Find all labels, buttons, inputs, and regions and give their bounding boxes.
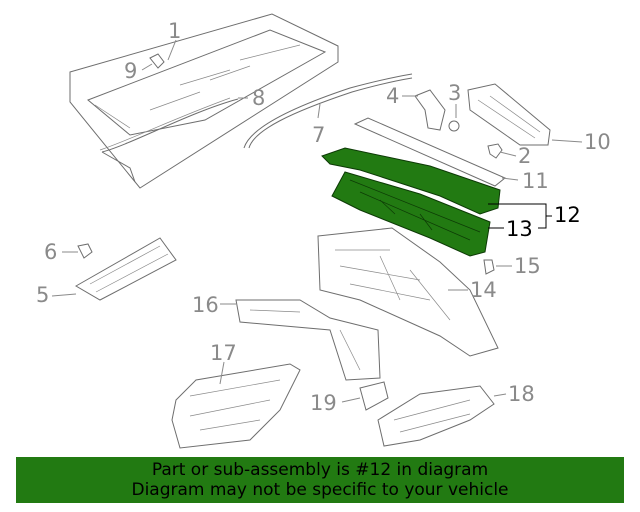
part-5-panel	[75, 237, 177, 301]
callout-2: 2	[518, 144, 531, 168]
part-2-clip	[487, 143, 503, 159]
callout-11: 11	[522, 169, 549, 193]
callout-7: 7	[312, 123, 325, 147]
part-17-ip-carrier	[171, 363, 301, 449]
part-3-grommet	[448, 120, 460, 132]
callout-16: 16	[192, 293, 219, 317]
part-16-reinforcement	[235, 299, 381, 381]
callout-15: 15	[514, 254, 541, 278]
part-8-hose	[101, 98, 239, 183]
part-12-upper-panel	[321, 147, 501, 215]
part-7-weatherstrip	[243, 73, 413, 149]
banner-line-disclaimer: Diagram may not be specific to your vehi…	[131, 480, 509, 500]
part-18-insulator	[377, 385, 495, 447]
part-15-clip	[483, 259, 495, 275]
part-4-bracket	[414, 89, 446, 131]
banner-line-part-number: Part or sub-assembly is #12 in diagram	[151, 460, 489, 480]
part-9-clip	[149, 53, 165, 69]
part-1-cowl-vent-panel	[69, 13, 339, 189]
callout-10: 10	[584, 130, 611, 154]
callout-13: 13	[506, 217, 533, 241]
callout-17: 17	[210, 341, 237, 365]
callout-9: 9	[124, 59, 137, 83]
callout-1: 1	[168, 19, 181, 43]
part-7-weatherstrip-inner	[248, 77, 413, 149]
part-14-dash-panel	[317, 227, 499, 357]
callout-4: 4	[386, 84, 399, 108]
callout-labels: 1 2 3 4 5 6 7 8 9 10 11 12 13 14 15 16 1…	[36, 19, 611, 415]
parts-diagram: 1 2 3 4 5 6 7 8 9 10 11 12 13 14 15 16 1…	[36, 13, 611, 449]
callout-6: 6	[44, 240, 57, 264]
part-10-panel	[467, 83, 551, 146]
callout-8: 8	[252, 86, 265, 110]
part-12-plenum-assembly	[321, 147, 501, 257]
callout-14: 14	[470, 278, 497, 302]
part-19-bracket	[359, 381, 389, 411]
callout-5: 5	[36, 283, 49, 307]
leader-lines	[51, 39, 583, 403]
callout-19: 19	[310, 391, 337, 415]
callout-3: 3	[448, 81, 461, 105]
callout-12: 12	[554, 203, 581, 227]
part-6-clip	[77, 243, 93, 259]
callout-18: 18	[508, 382, 535, 406]
info-banner: Part or sub-assembly is #12 in diagram D…	[16, 457, 624, 503]
